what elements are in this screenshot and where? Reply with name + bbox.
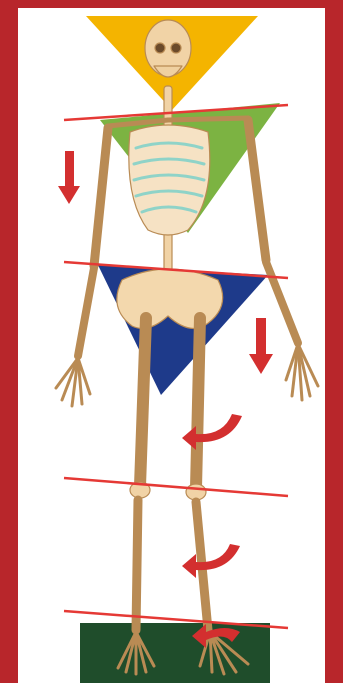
hand-left (56, 358, 90, 406)
femur-right (196, 318, 200, 488)
floor-block (80, 623, 270, 683)
eye-socket-left (155, 43, 165, 53)
knee-line (64, 478, 288, 496)
hand-right (286, 344, 318, 400)
skeleton-illustration (18, 8, 325, 683)
down-arrow-right (249, 318, 273, 374)
humerus-right (248, 120, 266, 260)
forearm-right (266, 262, 298, 343)
humerus-left (94, 128, 108, 266)
rotation-arrow-shin (182, 544, 240, 578)
illustration-canvas (18, 8, 325, 683)
shin-left (136, 500, 138, 630)
eye-socket-right (171, 43, 181, 53)
down-arrow-left (58, 151, 80, 204)
clavicle-right (168, 118, 248, 120)
rotation-arrow-thigh (182, 414, 242, 450)
forearm-left (78, 268, 94, 356)
femur-left (140, 318, 146, 486)
